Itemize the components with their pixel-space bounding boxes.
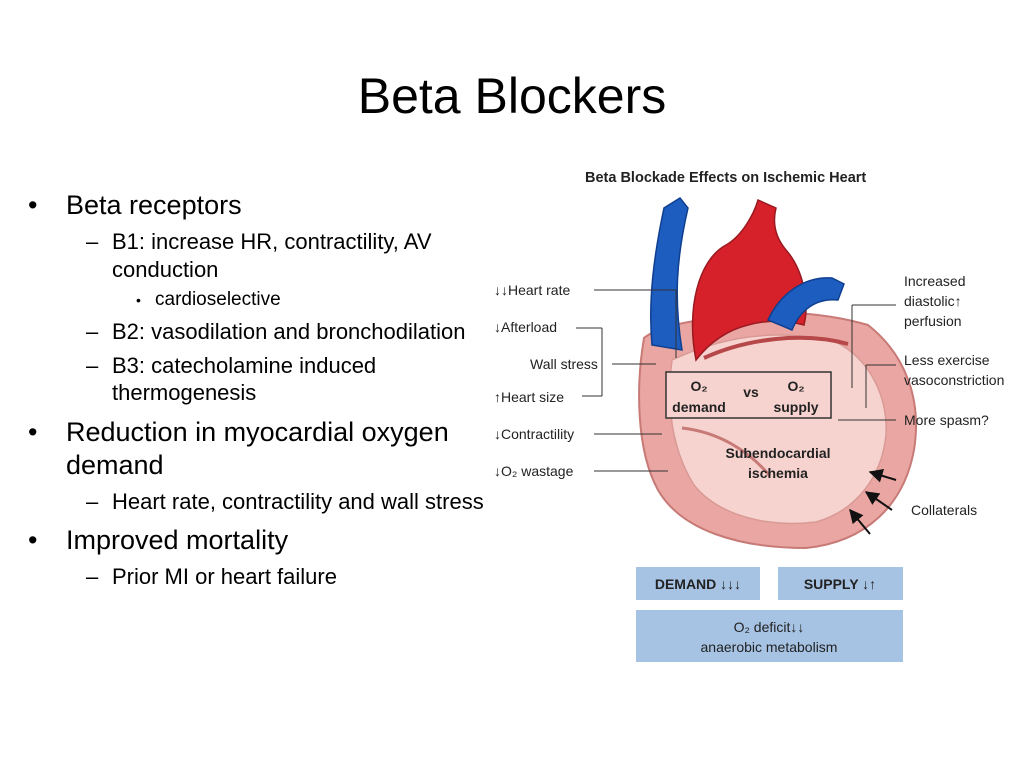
dash-marker: – [86,319,99,344]
ischemia-line1: Subendocardial [725,445,830,461]
dash-marker: – [86,564,99,589]
supply-label: supply [773,399,818,415]
collateral-arrow-3 [849,508,871,535]
supply-o2-label: O₂ [787,378,804,394]
supply-box [778,567,903,600]
dash-marker: – [86,488,99,514]
vs-label: vs [743,384,759,400]
slide-title: Beta Blockers [357,68,667,124]
sub-bullet-b3: –B3: catecholamine induced thermogenesis [86,352,377,406]
deficit-line2: anaerobic metabolism [701,639,838,655]
dash-marker: – [86,352,99,378]
bullet-reduction-demand: •Reduction in myocardial oxygen demand [28,416,449,480]
label-o2-wastage: ↓O₂ wastage [494,463,574,479]
label-wall-stress: Wall stress [530,356,598,372]
demand-box [636,567,760,600]
bullet-dot: • [136,292,141,308]
beta-blockade-figure: Beta Blockade Effects on Ischemic Heart … [486,150,1024,680]
label-increased: Increased [904,273,965,289]
label-less-exercise: Less exercise [904,352,990,368]
label-afterload: ↓Afterload [494,319,557,335]
supply-box-label: SUPPLY ↓↑ [804,576,876,592]
collateral-arrow-1 [868,469,897,483]
demand-label: demand [672,399,726,415]
bullet-beta-receptors: •Beta receptors [28,190,242,220]
label-perfusion: perfusion [904,313,962,329]
label-heart-size: ↑Heart size [494,389,564,405]
bullet-improved-mortality: •Improved mortality [28,525,289,555]
collateral-arrow-2 [864,491,893,511]
sub-bullet-b2: –B2: vasodilation and bronchodilation [86,319,466,344]
label-diastolic: diastolic↑ [904,293,962,309]
sub-bullet-prior-mi: –Prior MI or heart failure [86,564,337,589]
ischemia-line2: ischemia [748,465,808,481]
label-heart-rate: ↓↓Heart rate [494,282,570,298]
label-collaterals: Collaterals [911,502,977,518]
figure-svg: Beta Blockade Effects on Ischemic Heart … [494,170,1004,662]
sub-sub-bullet-cardioselective: •cardioselective [136,289,281,310]
label-more-spasm: More spasm? [904,412,989,428]
bullet-dot: • [28,190,38,220]
septum-divider [681,426,772,477]
deficit-line1: O₂ deficit↓↓ [734,619,805,635]
superior-vena-cava [650,197,689,351]
heart-vessel-band [703,335,849,360]
pulmonary-artery [766,277,845,331]
demand-box-label: DEMAND ↓↓↓ [655,576,741,592]
dash-marker: – [86,229,99,254]
sub-bullet-heart-rate: –Heart rate, contractility and wall stre… [86,488,484,514]
bullet-dot: • [28,416,38,447]
label-vasoconstriction: vasoconstriction [904,372,1004,388]
bullet-dot: • [28,525,38,555]
deficit-box [636,610,903,662]
demand-o2-label: O₂ [690,378,707,394]
figure-title: Beta Blockade Effects on Ischemic Heart [585,170,866,186]
o2-demand-supply-box [665,371,832,419]
label-contractility: ↓Contractility [494,426,574,442]
bullet-list: •Beta receptors –B1: increase HR, contra… [28,180,498,591]
sub-bullet-b1: –B1: increase HR, contractility, AV cond… [86,229,432,282]
